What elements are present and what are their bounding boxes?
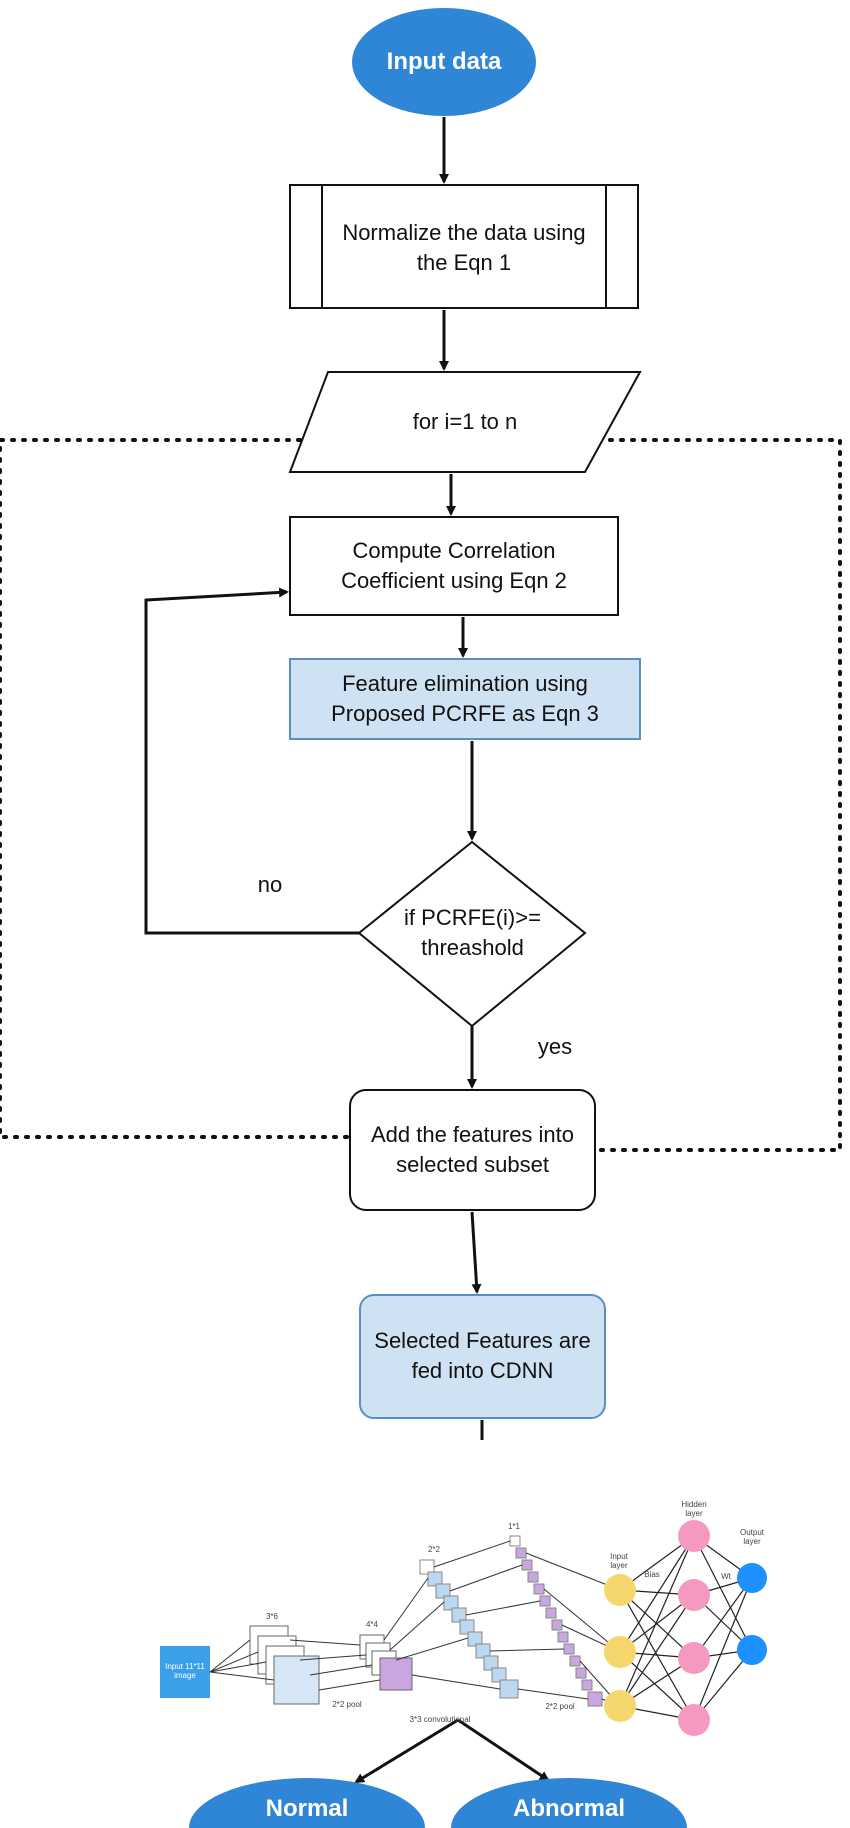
normalize-label: Normalize the data using the Eqn 1 [342,219,586,275]
cdnn-label: Selected Features are fed into CDNN [374,1328,591,1383]
normalize-box [289,184,639,309]
loop-boundary [0,438,842,1152]
cnn-pool-b-label: 2*2 pool [545,1702,575,1711]
cnn-conv-label: 3*3 convolutional [409,1715,471,1724]
hidden-layer-label: Hidden layer [681,1500,707,1518]
edge-yes-label: yes [537,1034,573,1059]
dnn-connections [619,1535,753,1721]
abnormal-oval [451,1778,687,1828]
cnn-stack-1 [249,1625,320,1705]
wt-label: Wt [721,1572,731,1581]
edge-no-label: no [257,872,283,897]
arrow-split-abnormal [457,1718,550,1782]
elimination-label: Feature elimination using Proposed PCRFE… [331,671,599,726]
hidden-neurons [678,1520,710,1736]
abnormal-label: Abnormal [512,1795,625,1822]
cnn-stack-4 [509,1535,603,1707]
correlation-label: Compute Correlation Coefficient using Eq… [341,538,567,593]
arrow-add-cdnn [470,1211,482,1294]
cnn-k22-label: 2*2 [427,1545,440,1554]
elimination-box [289,658,641,740]
arrow-split-normal [354,1718,459,1784]
input-neurons [604,1574,636,1722]
add-features-label: Add the features into selected subset [370,1122,575,1177]
cdnn-box [359,1294,606,1419]
arrow-no-loop [144,587,359,935]
add-features-box [349,1089,596,1211]
decision-label: if PCRFE(i)>= threashold [404,905,541,960]
cnn-k44-label: 4*4 [365,1620,378,1629]
normal-label: Normal [265,1795,349,1822]
loop-label: for i=1 to n [412,409,518,434]
loop-parallelogram [288,371,642,473]
output-neurons [737,1563,767,1665]
cnn-k36-label: 3*6 [265,1612,278,1621]
cnn-input-image [160,1646,210,1698]
input-label: Input data [386,48,502,75]
bias-label: Bias [644,1570,660,1579]
correlation-box [289,516,619,616]
cnn-connections [209,1540,621,1707]
input-layer-label: Input layer [610,1552,628,1570]
cnn-pool-a-label: 2*2 pool [332,1700,362,1709]
cnn-illustration [160,1520,767,1736]
output-layer-label: Output layer [739,1528,764,1546]
cnn-input-label: Input 11*11 image [165,1662,205,1680]
cnn-stack-3 [419,1559,519,1699]
input-oval [352,8,536,116]
normal-oval [189,1778,425,1828]
cnn-k11-label: 1*1 [507,1522,520,1531]
